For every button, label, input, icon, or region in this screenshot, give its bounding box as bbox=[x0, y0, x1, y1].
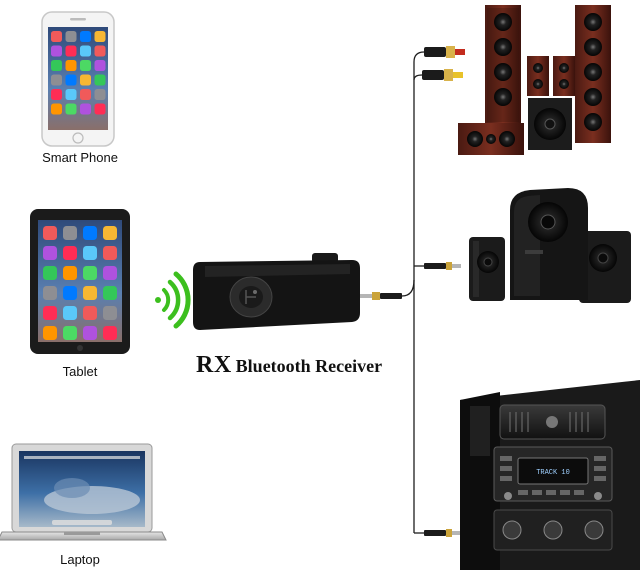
app-icon bbox=[66, 89, 77, 100]
app-icon bbox=[80, 75, 91, 86]
app-icon bbox=[43, 286, 57, 300]
wireless-signal-icon bbox=[155, 274, 188, 326]
rca-plug-red bbox=[424, 46, 465, 58]
app-icon bbox=[43, 306, 57, 320]
car-radio-display-text: TRACK 10 bbox=[536, 469, 570, 477]
bluetooth-receiver-device bbox=[193, 253, 360, 330]
app-icon bbox=[103, 326, 117, 340]
app-icon bbox=[51, 60, 62, 71]
app-icon bbox=[63, 326, 77, 340]
app-icon bbox=[66, 31, 77, 42]
app-icon bbox=[43, 326, 57, 340]
home-theater-speakers-image bbox=[458, 5, 611, 155]
smart-phone-image bbox=[42, 12, 114, 146]
app-icon bbox=[83, 226, 97, 240]
app-icon bbox=[103, 286, 117, 300]
rca-plug-yellow bbox=[422, 69, 463, 81]
app-icon bbox=[95, 31, 106, 42]
laptop-image bbox=[0, 444, 166, 540]
app-icon bbox=[95, 46, 106, 57]
app-icon bbox=[103, 246, 117, 260]
connection-cable bbox=[402, 52, 424, 533]
app-icon bbox=[95, 75, 106, 86]
app-icon bbox=[66, 60, 77, 71]
app-icon bbox=[83, 326, 97, 340]
app-icon bbox=[95, 89, 106, 100]
app-icon bbox=[63, 286, 77, 300]
app-icon bbox=[51, 89, 62, 100]
aux-jack-car bbox=[424, 529, 461, 537]
receiver-title-rx: RX bbox=[196, 352, 232, 378]
app-icon bbox=[51, 46, 62, 57]
app-icon bbox=[43, 226, 57, 240]
computer-speakers-image bbox=[469, 188, 631, 303]
app-icon bbox=[66, 75, 77, 86]
app-icon bbox=[80, 89, 91, 100]
app-icon bbox=[63, 306, 77, 320]
app-icon bbox=[80, 60, 91, 71]
app-icon bbox=[43, 246, 57, 260]
app-icon bbox=[80, 31, 91, 42]
app-icon bbox=[63, 226, 77, 240]
tablet-image bbox=[30, 209, 130, 354]
app-icon bbox=[80, 46, 91, 57]
tablet-label: Tablet bbox=[30, 364, 130, 379]
app-icon bbox=[83, 306, 97, 320]
app-icon bbox=[83, 266, 97, 280]
app-icon bbox=[66, 46, 77, 57]
app-icon bbox=[80, 104, 91, 115]
audio-jack-plug bbox=[360, 292, 402, 300]
aux-jack-speakers bbox=[424, 262, 461, 270]
laptop-label: Laptop bbox=[30, 552, 130, 567]
app-icon bbox=[66, 104, 77, 115]
app-icon bbox=[95, 104, 106, 115]
app-icon bbox=[63, 246, 77, 260]
app-icon bbox=[51, 75, 62, 86]
app-icon bbox=[63, 266, 77, 280]
app-icon bbox=[103, 306, 117, 320]
app-icon bbox=[83, 246, 97, 260]
smart-phone-label: Smart Phone bbox=[30, 150, 130, 165]
app-icon bbox=[103, 226, 117, 240]
receiver-title-rest: Bluetooth Receiver bbox=[236, 356, 382, 376]
app-icon bbox=[95, 60, 106, 71]
app-icon bbox=[43, 266, 57, 280]
app-icon bbox=[51, 31, 62, 42]
app-icon bbox=[103, 266, 117, 280]
app-icon bbox=[51, 104, 62, 115]
app-icon bbox=[83, 286, 97, 300]
